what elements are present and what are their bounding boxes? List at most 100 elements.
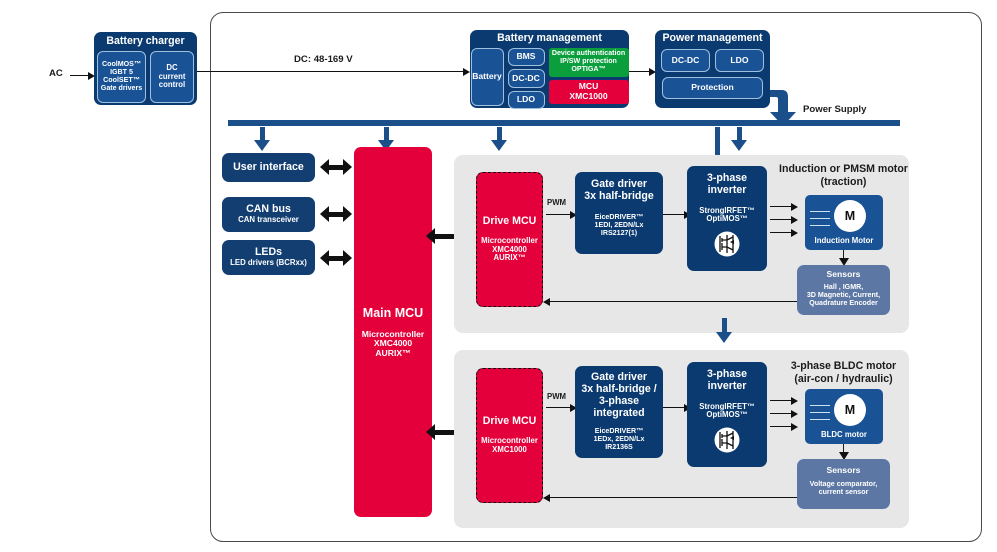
phase-arrow-line-1c <box>770 232 794 234</box>
gate-driver-2-title-1: Gate driver <box>591 371 647 383</box>
bm-to-pm-line <box>629 71 651 73</box>
motor-wire-1b <box>810 218 830 220</box>
drive-mcu-1-line-2: XMC4000 <box>492 244 527 254</box>
charger-sub-block-2[interactable]: DC current control <box>150 50 194 103</box>
drive-mcu-1-line-3: AURIX™ <box>493 253 526 263</box>
motor-wire-1c <box>810 225 830 227</box>
inverter-2-line-1: StrongIRFET™ <box>699 401 755 411</box>
pm-dcdc-block[interactable]: DC-DC <box>661 48 710 72</box>
phase-arrow-head-2b <box>791 409 798 418</box>
battery-label: Battery <box>472 71 502 82</box>
ac-arrow-head <box>88 71 95 80</box>
motor-wire-2c <box>810 419 830 421</box>
inverter-1-block[interactable]: 3-phase inverter StrongIRFET™ OptiMOS™ <box>687 166 767 271</box>
can-bus-title: CAN bus <box>246 203 291 216</box>
power-supply-elbow-arrow <box>770 90 796 126</box>
bm-dcdc-block[interactable]: DC-DC <box>507 69 545 88</box>
charger-sub-block-1[interactable]: CoolMOS™ IGBT 5 CoolSET™ Gate drivers <box>97 50 146 103</box>
phase-arrow-head-2a <box>791 396 798 405</box>
pwm-label-2: PWM <box>547 392 567 401</box>
charger-1-line-4: Gate drivers <box>100 83 143 92</box>
charger-1-line-1: CoolMOS™ <box>101 59 141 68</box>
sensors-2-line-2: current sensor <box>818 487 869 496</box>
bm-dcdc-label: DC-DC <box>512 72 540 83</box>
pm-ldo-label: LDO <box>730 54 749 65</box>
sensors-2-block[interactable]: Sensors Voltage comparator, current sens… <box>797 459 890 509</box>
traction-heading-line-1: Induction or PMSM motor <box>779 163 908 175</box>
bm-ldo-block[interactable]: LDO <box>507 90 545 110</box>
dc-arrow-head <box>463 67 470 76</box>
bms-block[interactable]: BMS <box>507 47 545 67</box>
sensors-2-feedback-line <box>549 497 797 499</box>
phase-arrow-line-1b <box>770 219 794 221</box>
sensors-2-line-1: Voltage comparator, <box>809 479 878 488</box>
gate-driver-2-line-3: IR2136S <box>605 443 633 452</box>
power-management-block[interactable]: Power management DC-DC LDO Protection <box>655 30 770 108</box>
auth-line-2: IP/SW protection <box>560 57 617 66</box>
inverter-1-line-2: OptiMOS™ <box>706 214 748 224</box>
induction-motor-block[interactable]: M Induction Motor <box>805 195 883 250</box>
induction-motor-label: Induction Motor <box>814 236 874 245</box>
bus-arrow-inverter-2 <box>716 318 732 343</box>
motor-2-to-sensors-line <box>843 444 845 454</box>
leds-block[interactable]: LEDs LED drivers (BCRxx) <box>222 240 315 275</box>
bldc-motor-label: BLDC motor <box>821 430 867 439</box>
power-supply-label: Power Supply <box>803 104 867 115</box>
charger-1-line-3: CoolSET™ <box>103 75 140 84</box>
motor-wire-2b <box>810 412 830 414</box>
drive-mcu-2-line-2: XMC1000 <box>492 444 527 454</box>
sensors-1-block[interactable]: Sensors Hall , IGMR, 3D Magnetic, Curren… <box>797 265 890 315</box>
leds-title: LEDs <box>254 246 283 259</box>
gate-driver-2-block[interactable]: Gate driver 3x half-bridge / 3-phase int… <box>575 366 663 458</box>
main-mcu-block[interactable]: Main MCU Microcontroller XMC4000 AURIX™ <box>354 147 432 517</box>
sensors-2-title: Sensors <box>826 465 861 475</box>
bldc-heading-line-1: 3-phase BLDC motor <box>790 360 897 372</box>
battery-cell-block[interactable]: Battery <box>470 47 504 106</box>
charger-1-line-2: IGBT 5 <box>110 67 133 76</box>
drive-mcu-1-block[interactable]: Drive MCU Microcontroller XMC4000 AURIX™ <box>476 172 543 307</box>
inverter-2-block[interactable]: 3-phase inverter StrongIRFET™ OptiMOS™ <box>687 362 767 467</box>
arrow-can-bus-to-main-mcu <box>320 206 352 222</box>
auth-line-1: Device authentication <box>551 49 626 58</box>
ac-label: AC <box>49 68 63 79</box>
bldc-heading-line-2: (air-con / hydraulic) <box>794 373 893 385</box>
diagram-outer-frame <box>210 12 982 542</box>
sensors-1-feedback-line <box>549 301 797 303</box>
phase-arrow-head-2c <box>791 422 798 431</box>
motor-wire-1a <box>810 211 830 213</box>
bm-mcu-block[interactable]: MCU XMC1000 <box>548 79 629 104</box>
drive-mcu-2-block[interactable]: Drive MCU Microcontroller XMC1000 <box>476 368 543 503</box>
pwm-arrow-line-1 <box>546 214 572 216</box>
device-authentication-block[interactable]: Device authentication IP/SW protection O… <box>548 47 629 77</box>
battery-management-block[interactable]: Battery management Battery BMS DC-DC LDO… <box>470 30 629 110</box>
leds-sub: LED drivers (BCRxx) <box>230 258 307 268</box>
gate-driver-1-line-2: 1EDI, 2EDN/Lx <box>594 220 644 229</box>
sensors-2-feedback-head <box>543 493 550 502</box>
gate-driver-2-line-2: 1EDx, 2EDN/Lx <box>593 435 645 444</box>
bldc-motor-block[interactable]: M BLDC motor <box>805 389 883 444</box>
charger-2-line-2: current <box>158 71 186 81</box>
gate-driver-1-title-1: Gate driver <box>591 178 647 190</box>
can-bus-sub: CAN transceiver <box>238 215 299 225</box>
power-management-title: Power management <box>662 32 763 44</box>
sensors-1-title: Sensors <box>826 269 861 279</box>
gate-driver-1-line-3: IRS2127(1) <box>600 228 638 237</box>
pwm-arrow-head-1 <box>570 210 577 219</box>
battery-charger-title: Battery charger <box>106 35 185 47</box>
pm-ldo-block[interactable]: LDO <box>715 48 764 72</box>
pm-dcdc-label: DC-DC <box>671 54 700 65</box>
gate-driver-2-title-3: 3-phase integrated <box>593 394 645 419</box>
sensors-1-line-1: Hall , IGMR, <box>823 282 864 291</box>
can-bus-block[interactable]: CAN bus CAN transceiver <box>222 197 315 232</box>
battery-charger-block[interactable]: Battery charger CoolMOS™ IGBT 5 CoolSET™… <box>94 32 197 105</box>
bus-arrow-main-mcu <box>378 127 394 151</box>
gate-driver-1-title-2: 3x half-bridge <box>584 189 654 202</box>
user-interface-block[interactable]: User interface <box>222 153 315 182</box>
motor-symbol-1: M <box>834 200 866 232</box>
pm-protection-block[interactable]: Protection <box>662 76 763 99</box>
gate-driver-1-block[interactable]: Gate driver 3x half-bridge EiceDRIVER™ 1… <box>575 172 663 254</box>
main-mcu-line-3: AURIX™ <box>375 347 411 358</box>
motor-2-to-sensors-head <box>838 452 849 460</box>
user-interface-title: User interface <box>233 160 304 173</box>
ac-arrow-line <box>70 75 90 77</box>
